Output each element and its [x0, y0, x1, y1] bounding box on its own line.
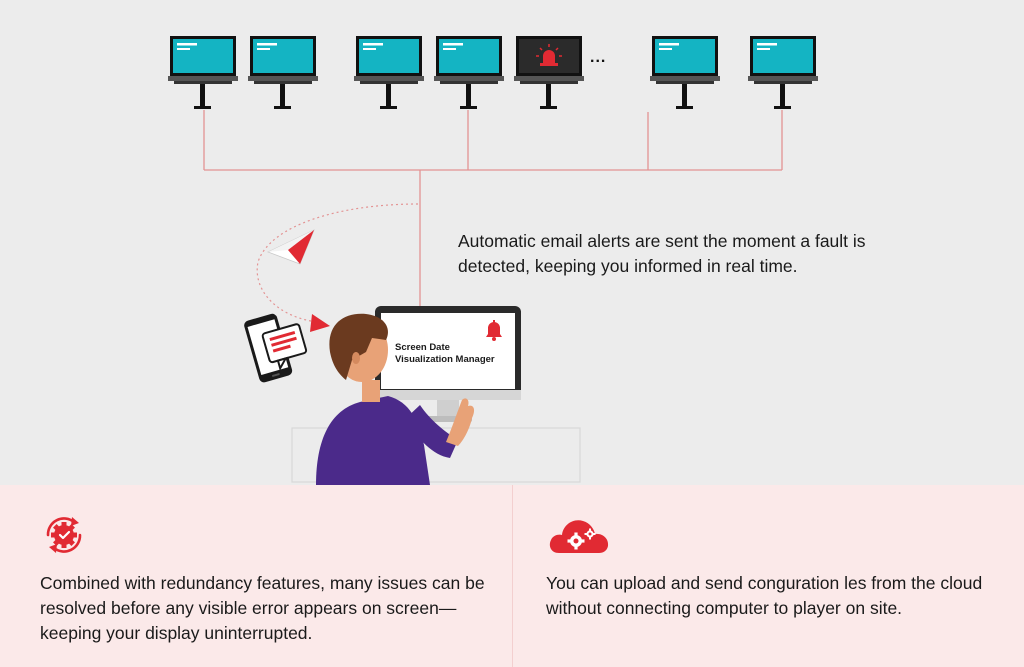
billboard-2: [248, 36, 318, 109]
monitor-title-line1: Screen Date: [395, 342, 450, 353]
computer-monitor: Screen Date Visualization Manager: [375, 306, 521, 422]
panel-divider: [512, 485, 513, 667]
billboard-1: [168, 36, 238, 109]
bell-icon: [486, 320, 502, 341]
feature-card-cloud: You can upload and send conguration les …: [513, 485, 1024, 667]
message-bubble-icon: [261, 323, 308, 371]
ellipsis: ...: [590, 49, 606, 66]
email-flight-path: [256, 203, 419, 332]
billboard-6: [650, 36, 720, 109]
billboard-faulty: [514, 36, 584, 109]
billboard-3: [354, 36, 424, 109]
person: [316, 313, 475, 485]
billboard-7: [748, 36, 818, 109]
paper-plane-icon: [266, 229, 315, 265]
features-panel: Combined with redundancy features, many …: [0, 485, 1024, 667]
redundancy-gear-check-icon: [46, 517, 82, 553]
monitor-title-line2: Visualization Manager: [395, 354, 495, 365]
billboard-4: [434, 36, 504, 109]
cloud-gear-icon: [549, 520, 609, 553]
siren-alarm-icon: [536, 44, 562, 66]
billboard-row: ...: [168, 36, 818, 109]
monitoring-diagram: ...: [168, 36, 818, 485]
feature-card-redundancy: Combined with redundancy features, many …: [0, 485, 512, 667]
redundancy-description: Combined with redundancy features, many …: [40, 573, 485, 643]
email-alert-description: Automatic email alerts are sent the mome…: [458, 231, 866, 276]
connection-lines: [203, 110, 783, 308]
arrowhead-icon: [310, 314, 330, 332]
cloud-description: You can upload and send conguration les …: [546, 573, 983, 618]
